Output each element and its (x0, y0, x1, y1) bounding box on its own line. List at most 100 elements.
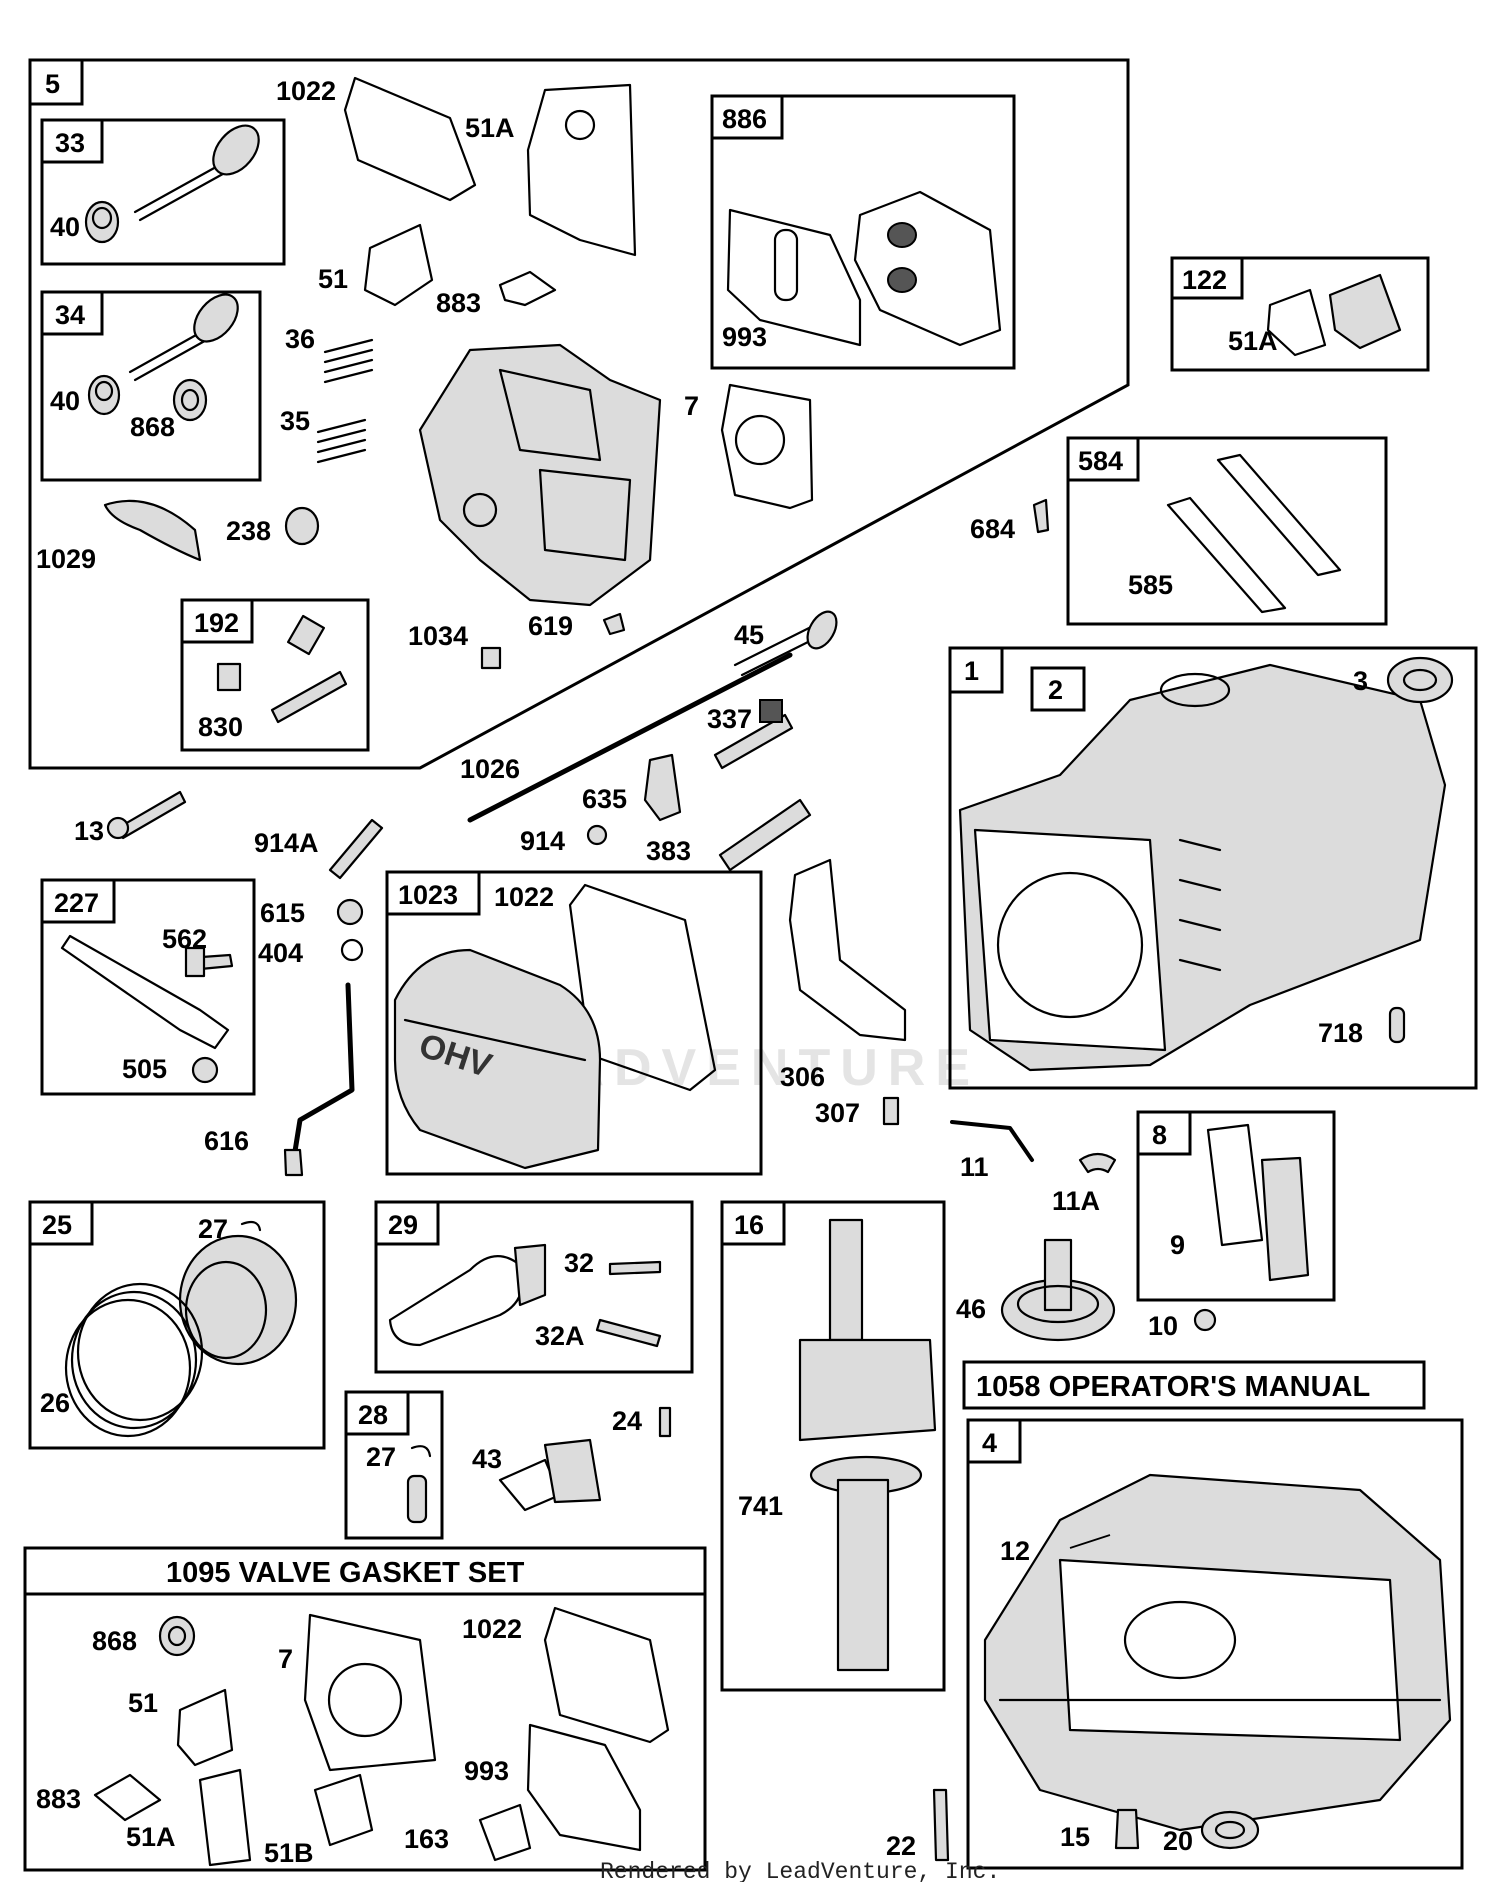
washer-404-part (340, 938, 364, 962)
piston-pin-part (406, 1474, 428, 1524)
callout-741: 741 (738, 1491, 783, 1521)
exhaust-valve-part (128, 293, 239, 382)
cylinder-block-part (958, 663, 1447, 1072)
callout-616: 616 (204, 1126, 249, 1156)
callout-1029: 1029 (36, 544, 96, 574)
group-886-label: 886 (722, 104, 767, 134)
group-4-label-box (966, 1418, 1022, 1464)
rocker-arm-part (103, 499, 202, 562)
callout-1034: 1034 (408, 621, 468, 651)
callout-7-b: 7 (278, 1644, 293, 1674)
screw-307-part (882, 1096, 900, 1126)
callout-1022-b: 1022 (494, 882, 554, 912)
callout-22: 22 (886, 1831, 916, 1861)
bolt-914A-part (328, 818, 384, 880)
group-5-label-box (28, 58, 84, 106)
retainer-27a-part (240, 1220, 262, 1232)
clip-1034-part (480, 646, 502, 670)
group-122-frame (1170, 256, 1430, 372)
callout-26: 26 (40, 1388, 70, 1418)
piston-rings-part (64, 1282, 204, 1438)
oil-seal-part-b (1386, 656, 1454, 704)
bolt-32A-part (595, 1318, 662, 1348)
head-gasket-part-set (303, 1613, 437, 1772)
valve-cover-gasket-part (568, 883, 717, 1092)
breather-gasket-part-8 (1206, 1123, 1264, 1247)
intake-gasket-part-set (176, 1688, 234, 1767)
callout-7-a: 7 (684, 391, 699, 421)
gasket-51B-part (313, 1773, 374, 1847)
breather-tube-part (733, 623, 817, 667)
callout-32: 32 (564, 1248, 594, 1278)
callout-51-a: 51 (318, 264, 348, 294)
valve-seal-part-a (84, 200, 120, 244)
retainer-27b-part (410, 1445, 432, 1458)
rocker-stud-part (216, 614, 348, 724)
group-227-label: 227 (54, 888, 99, 918)
callout-585: 585 (1128, 570, 1173, 600)
nut-505-part (191, 1056, 219, 1084)
gasket-12-leader (1069, 1534, 1111, 1549)
group-8-label-box (1136, 1110, 1192, 1156)
group-1-frame (948, 646, 1478, 1090)
callout-51A-b: 51A (1228, 326, 1278, 356)
wire-383-part (718, 798, 812, 872)
valve-spring-part-b (316, 418, 367, 464)
oil-seal-part-a (172, 378, 208, 422)
footer-credit: Rendered by LeadVenture, Inc. (600, 1859, 1000, 1882)
callout-13: 13 (74, 816, 104, 846)
group-34-frame (40, 290, 262, 482)
callout-868-a: 868 (130, 412, 175, 442)
breather-assembly-part (1260, 1156, 1310, 1282)
group-192-frame (180, 598, 370, 752)
intake-gasket-part (363, 223, 434, 307)
callout-383: 383 (646, 836, 691, 866)
crankshaft-part (798, 1218, 937, 1672)
callout-1022-a: 1022 (276, 76, 336, 106)
group-1-label-box (948, 646, 1004, 694)
group-192-label: 192 (194, 608, 239, 638)
callout-40-a: 40 (50, 212, 80, 242)
group-1023-label-box (385, 870, 481, 916)
piston-part (178, 1234, 298, 1366)
carb-spacer-part (1328, 273, 1402, 350)
cylinder-head-part (418, 343, 662, 607)
group-584-frame (1066, 436, 1388, 626)
rocker-cover-gasket-part-set (543, 1606, 670, 1744)
callout-337: 337 (707, 704, 752, 734)
governor-lever-part (60, 934, 230, 1050)
callout-993-a: 993 (722, 322, 767, 352)
governor-assembly-part (498, 1438, 602, 1512)
callout-45: 45 (734, 620, 764, 650)
group-227-label-box (40, 878, 116, 924)
callout-10: 10 (1148, 1311, 1178, 1341)
exhaust-gasket-part-a (1216, 453, 1342, 577)
group-16-label: 16 (734, 1210, 764, 1240)
callout-615: 615 (260, 898, 305, 928)
group-4-label: 4 (982, 1428, 997, 1458)
group-8-label: 8 (1152, 1120, 1167, 1150)
callout-883-a: 883 (436, 288, 481, 318)
callout-562: 562 (162, 924, 207, 954)
callout-12: 12 (1000, 1536, 1030, 1566)
intake-valve-part (133, 124, 260, 222)
gasket-163-part (478, 1803, 532, 1862)
group-1023-label: 1023 (398, 880, 458, 910)
bolt-32-part (608, 1260, 662, 1276)
group-1023-frame (385, 870, 763, 1176)
group-192-label-box (180, 598, 254, 644)
operators-manual-title: 1058 OPERATOR'S MANUAL (976, 1371, 1370, 1403)
group-122-label-box (1170, 256, 1244, 300)
callout-11A: 11A (1052, 1186, 1100, 1216)
group-33-label-box (40, 118, 104, 164)
valve-seal-part-b (87, 374, 121, 416)
callout-1022-c: 1022 (462, 1614, 522, 1644)
oil-seal-part-d (1200, 1810, 1260, 1850)
group-33-frame (40, 118, 286, 266)
group-34-label-box (40, 290, 104, 336)
callout-404: 404 (258, 938, 303, 968)
group-25-label-box (28, 1200, 94, 1246)
group-122-label: 122 (1182, 265, 1227, 295)
group-28-label: 28 (358, 1400, 388, 1430)
